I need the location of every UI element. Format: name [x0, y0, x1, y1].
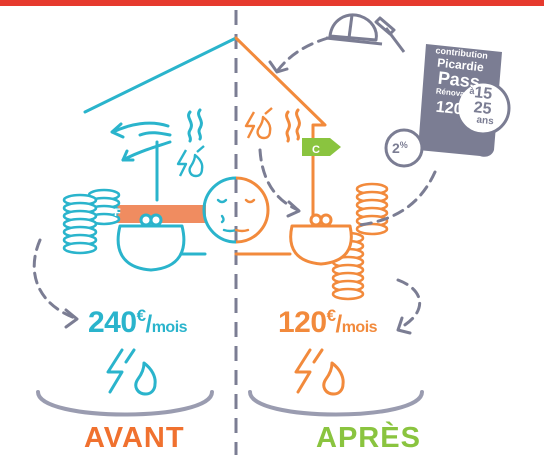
energy-icon-apres-large [294, 348, 345, 396]
purse-icon [116, 213, 186, 272]
arrow-heads [64, 60, 412, 335]
energy-icon-apres [244, 107, 273, 140]
purse-icon-apres [289, 213, 353, 266]
hard-hat-icon [325, 13, 383, 46]
face-icon [202, 176, 270, 244]
heat-waves-icon [187, 108, 203, 143]
bowl-avant [36, 390, 214, 417]
house-apres [234, 36, 327, 256]
age-badge-text: à15 25 ans [469, 84, 495, 128]
price-avant: 240€/mois [88, 306, 188, 339]
energy-class-tag-c [302, 138, 341, 156]
age-badge [455, 80, 511, 136]
flow-arrows [32, 36, 437, 330]
rate-badge [384, 128, 424, 168]
draft-arrows-icon [110, 121, 172, 162]
coin-stack-icon [62, 188, 121, 255]
hammer-icon [374, 16, 406, 53]
label-avant: AVANT [84, 422, 185, 454]
label-apres: APRÈS [316, 422, 421, 454]
heat-waves-icon-apres [285, 108, 301, 143]
price-apres: 120€/mois [278, 306, 378, 339]
energy-icon-avant-large [106, 348, 157, 396]
energy-icon [176, 145, 205, 178]
energy-class-f-label: F [114, 207, 121, 219]
rate-badge-text: 2% [392, 140, 408, 156]
top-accent-bar [0, 0, 544, 6]
bowl-apres [248, 390, 424, 417]
energy-class-c-label: C [312, 144, 320, 156]
